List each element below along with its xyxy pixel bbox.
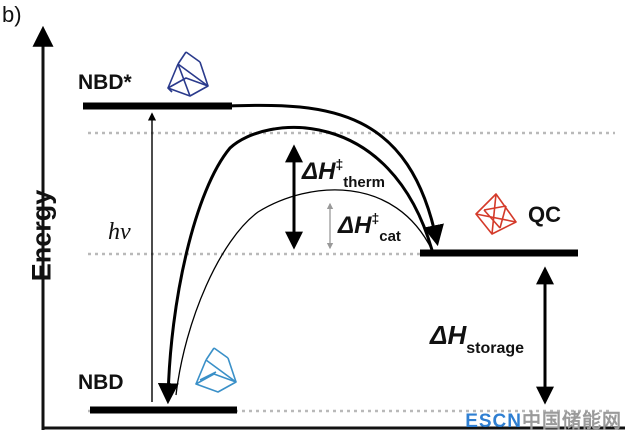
watermark-text: 中国储能网 <box>521 411 622 432</box>
quadricyclane-icon <box>475 193 517 235</box>
catalytic-barrier-sub: cat <box>379 228 401 245</box>
state-label-nbd: NBD <box>78 371 124 394</box>
thermal-back-conversion-arrow <box>157 125 434 405</box>
storage-delta: ΔH <box>430 320 467 350</box>
thermal-barrier-delta: ΔH <box>302 158 336 185</box>
thermal-barrier-sub: therm <box>343 174 385 191</box>
catalytic-barrier-label: ΔH‡ cat <box>338 211 401 244</box>
watermark-brand: ESCN <box>465 411 522 432</box>
state-label-nbd-star: NBD* <box>78 71 132 94</box>
catalytic-barrier-delta: ΔH <box>338 212 372 239</box>
thermal-barrier-sup: ‡ <box>335 156 344 172</box>
storage-sub: storage <box>466 340 525 357</box>
catalytic-barrier-sup: ‡ <box>371 210 380 226</box>
relaxation-arrow <box>227 103 444 247</box>
thermal-barrier-label: ΔH‡ therm <box>302 157 385 190</box>
panel-label: b) <box>2 2 22 27</box>
norbornadiene-excited-icon <box>167 51 209 97</box>
photon-label: hv <box>108 219 131 245</box>
y-axis-label: Energy <box>26 189 57 282</box>
catalytic-back-conversion-arrow <box>175 189 433 396</box>
norbornadiene-icon <box>195 347 237 393</box>
watermark: ESCN中国储能网 <box>465 412 622 431</box>
storage-energy-label: ΔHstorage <box>430 320 524 357</box>
state-label-qc: QC <box>528 202 561 227</box>
